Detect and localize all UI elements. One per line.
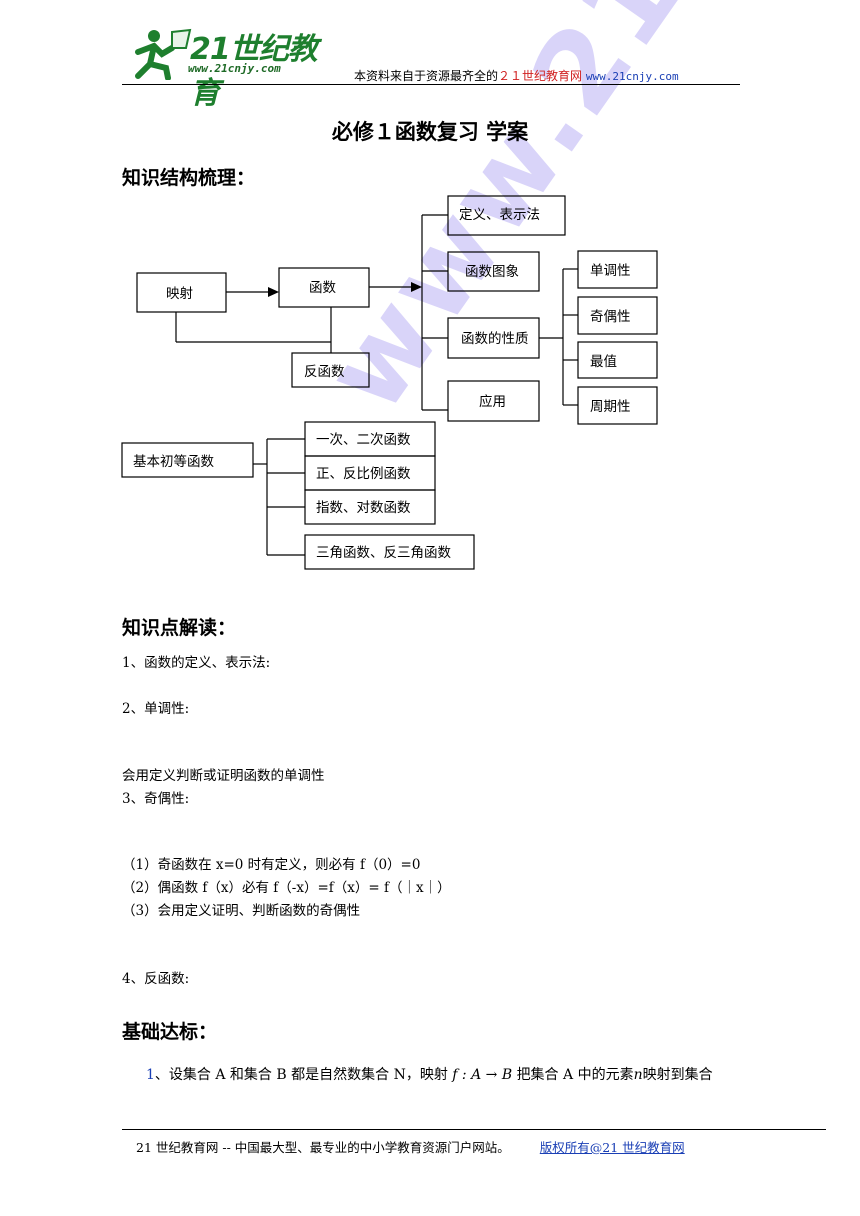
arrow-head-icon xyxy=(411,282,422,292)
arrow-head-icon xyxy=(268,287,279,297)
knowledge-structure-diagram: 映射 函数 反函数 定义、表示法 函数图象 函数的性质 应用 单调性 奇偶性 最… xyxy=(121,195,658,570)
label-elementary: 基本初等函数 xyxy=(133,453,214,470)
page-title: 必修１函数复习 学案 xyxy=(331,119,529,144)
label-linear-quadratic: 一次、二次函数 xyxy=(316,432,411,448)
label-application: 应用 xyxy=(479,393,506,410)
footer: 21 世纪教育网 -- 中国最大型、最专业的中小学教育资源门户网站。 版权所有@2… xyxy=(136,1137,685,1156)
section-heading-basics: 基础达标： xyxy=(122,1021,218,1043)
box-application xyxy=(447,380,540,422)
exercise-1: 1、设集合 A 和集合 B 都是自然数集合 N，映射 f : A → B 把集合… xyxy=(146,1064,713,1084)
box-elementary xyxy=(121,442,254,478)
runner-logo-icon xyxy=(135,28,192,80)
footer-rule xyxy=(122,1129,826,1130)
point-monotonic: 2、单调性: xyxy=(122,701,190,717)
label-periodic: 周期性 xyxy=(590,399,631,415)
point-definition: 1、函数的定义、表示法: xyxy=(122,655,271,671)
exercise-math-n: n xyxy=(633,1067,643,1083)
label-exp-log: 指数、对数函数 xyxy=(316,500,411,516)
label-definition: 定义、表示法 xyxy=(459,207,540,223)
point-parity: 3、奇偶性: xyxy=(122,791,190,807)
exercise-number: 1 xyxy=(146,1067,155,1083)
label-graph: 函数图象 xyxy=(465,264,519,280)
label-parity: 奇偶性 xyxy=(590,308,631,325)
label-extremum: 最值 xyxy=(590,354,617,370)
point-monotonic-note: 会用定义判断或证明函数的单调性 xyxy=(122,768,325,784)
point-parity-3: （3）会用定义证明、判断函数的奇偶性 xyxy=(122,903,361,919)
header-note-text: 本资料来自于资源最齐全的 xyxy=(354,69,499,83)
label-function: 函数 xyxy=(309,280,336,296)
section-heading-points: 知识点解读： xyxy=(122,617,237,639)
header-note: 本资料来自于资源最齐全的２１世纪教育网 www.21cnjy.com xyxy=(354,67,679,84)
label-proportional: 正、反比例函数 xyxy=(316,466,411,482)
header-rule xyxy=(122,84,740,85)
logo-text: 21世纪教育 xyxy=(190,32,318,111)
header-note-url[interactable]: www.21cnjy.com xyxy=(585,70,679,83)
label-properties: 函数的性质 xyxy=(461,331,529,347)
exercise-text-c: 映射到集合 xyxy=(642,1067,713,1083)
point-parity-1: （1）奇函数在 x=0 时有定义，则必有 f（0）=0 xyxy=(122,857,421,873)
exercise-text-b: 把集合 A 中的元素 xyxy=(516,1067,634,1083)
label-inverse: 反函数 xyxy=(304,364,345,380)
box-trig xyxy=(304,534,475,570)
footer-text: 21 世纪教育网 -- 中国最大型、最专业的中小学教育资源门户网站。 xyxy=(136,1140,510,1155)
label-trig: 三角函数、反三角函数 xyxy=(316,545,451,561)
exercise-math-map: f : A → B xyxy=(452,1067,513,1083)
header-note-site[interactable]: ２１世纪教育网 xyxy=(498,69,583,83)
point-parity-2: （2）偶函数 f（x）必有 f（-x）=f（x）= f（｜x｜） xyxy=(122,880,451,896)
site-logo[interactable]: 21世纪教育 www.21cnjy.com xyxy=(132,20,332,111)
point-inverse: 4、反函数: xyxy=(122,971,190,987)
footer-copyright-link[interactable]: 版权所有@21 世纪教育网 xyxy=(539,1140,685,1155)
label-mapping: 映射 xyxy=(166,286,193,302)
section-heading-structure: 知识结构梳理： xyxy=(122,167,256,189)
label-monotonic: 单调性 xyxy=(590,263,631,279)
exercise-text-a: 、设集合 A 和集合 B 都是自然数集合 N，映射 xyxy=(154,1067,448,1083)
logo-url: www.21cnjy.com xyxy=(188,62,281,75)
